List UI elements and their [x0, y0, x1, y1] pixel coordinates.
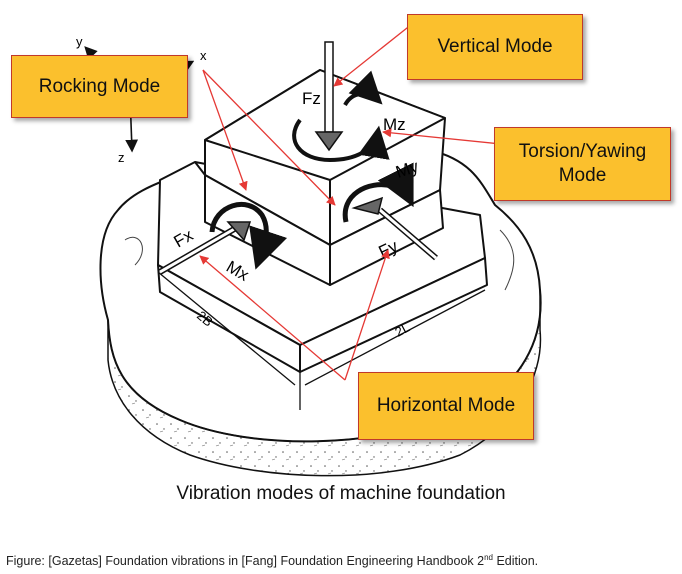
figure-citation-sup: nd — [484, 553, 493, 562]
rocking-mode-label: Rocking Mode — [11, 55, 188, 118]
dimension-2l-label: 2L — [392, 320, 412, 340]
figure-citation: Figure: [Gazetas] Foundation vibrations … — [6, 553, 538, 568]
moment-mz-label: Mz — [383, 115, 406, 134]
vertical-mode-label: Vertical Mode — [407, 14, 583, 80]
axis-y-label: y — [76, 34, 83, 49]
force-fz-label: Fz — [302, 89, 321, 108]
torsion-mode-label: Torsion/Yawing Mode — [494, 127, 671, 201]
diagram-caption: Vibration modes of machine foundation — [176, 483, 506, 504]
force-fx-arrow — [158, 221, 252, 275]
torsion-mode-line2: Mode — [558, 165, 607, 186]
moment-my-arrow — [342, 162, 414, 223]
dimension-lines — [157, 271, 486, 410]
moment-mx-arrow — [209, 202, 288, 270]
figure-citation-prefix: Figure: [Gazetas] Foundation vibrations … — [6, 554, 485, 569]
torsion-mode-line1: Torsion/Yawing — [518, 141, 647, 163]
moment-mz-arrow — [292, 70, 390, 163]
force-fz-arrow — [314, 41, 344, 152]
axis-x-label: x — [200, 48, 207, 63]
horizontal-mode-label: Horizontal Mode — [358, 372, 534, 440]
axis-z-label: z — [118, 150, 125, 165]
figure-citation-suffix: Edition. — [492, 554, 539, 569]
